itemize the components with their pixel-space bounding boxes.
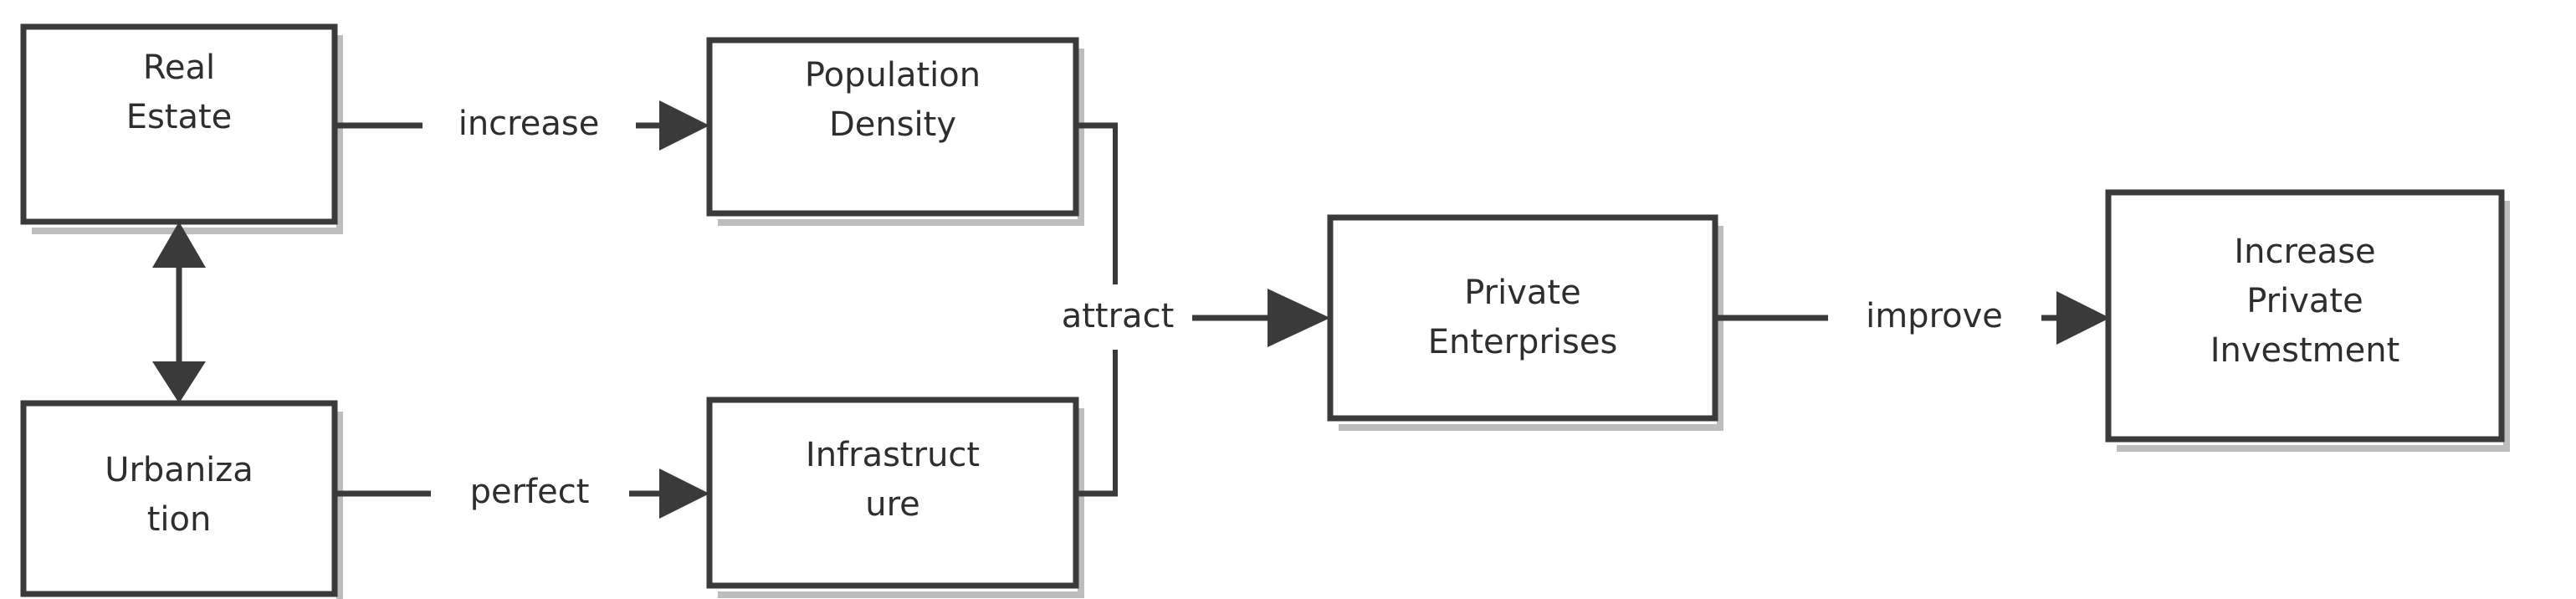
node-private-enterprises-line-1: Private xyxy=(1464,274,1580,312)
node-urbanization-line-2: tion xyxy=(147,500,212,539)
arrowhead-down xyxy=(152,361,206,403)
node-urbanization-line-1: Urbaniza xyxy=(105,451,254,489)
node-real-estate-line-1: Real xyxy=(143,49,215,87)
node-population-density-line-1: Population xyxy=(805,56,981,95)
node-real-estate-line-2: Estate xyxy=(126,98,233,136)
arrowhead-perfect xyxy=(659,468,709,519)
node-population-density[interactable]: Population Density xyxy=(706,37,1079,217)
edge-increase xyxy=(335,100,709,151)
node-increase-private-investment-line-2: Private xyxy=(2246,282,2363,320)
edge-label-attract: attract xyxy=(1062,297,1175,335)
node-infrastructure-line-2: ure xyxy=(865,485,920,524)
node-shadows xyxy=(32,35,2510,599)
edge-label-improve: improve xyxy=(1866,297,2003,335)
node-population-density-line-2: Density xyxy=(829,105,956,144)
node-increase-private-investment-line-1: Increase xyxy=(2234,233,2375,271)
edge-bidirectional xyxy=(152,222,206,403)
arrowhead-up xyxy=(152,222,206,268)
edge-improve xyxy=(1715,291,2110,345)
node-infrastructure[interactable]: Infrastruct ure xyxy=(706,397,1079,589)
edge-label-perfect: perfect xyxy=(470,473,590,511)
node-private-enterprises-line-2: Enterprises xyxy=(1428,323,1618,361)
node-increase-private-investment[interactable]: Increase Private Investment xyxy=(2105,189,2505,443)
edge-attract xyxy=(1076,122,1330,497)
node-infrastructure-line-1: Infrastruct xyxy=(806,436,980,474)
arrowhead-improve xyxy=(2056,291,2110,345)
arrowhead-attract xyxy=(1268,289,1330,347)
node-increase-private-investment-line-3: Investment xyxy=(2210,331,2400,370)
node-real-estate[interactable]: Real Estate xyxy=(20,23,338,225)
edge-label-increase: increase xyxy=(458,105,600,143)
node-urbanization[interactable]: Urbaniza tion xyxy=(20,400,338,597)
node-private-enterprises[interactable]: Private Enterprises xyxy=(1327,214,1718,422)
arrowhead-increase xyxy=(659,100,709,151)
edge-perfect xyxy=(335,468,709,519)
